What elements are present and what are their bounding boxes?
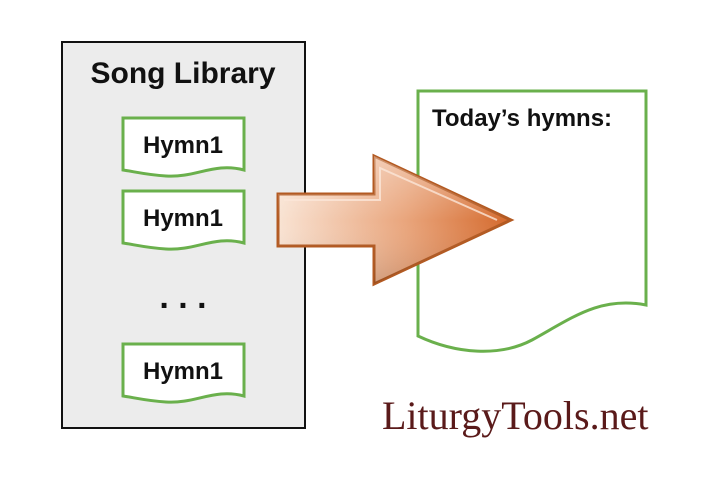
song-library-title: Song Library	[90, 57, 275, 90]
todays-hymns-document: Today’s hymns:	[416, 89, 648, 353]
ellipsis: . . .	[159, 278, 206, 316]
hymn-label: Hymn1	[143, 205, 223, 232]
hymn-document: Hymn1	[121, 342, 246, 404]
liturgytools-logo: LiturgyTools.net	[382, 393, 649, 438]
todays-hymns-title: Today’s hymns:	[432, 105, 612, 132]
right-arrow-icon	[276, 153, 515, 287]
hymn-label: Hymn1	[143, 132, 223, 159]
hymn-label: Hymn1	[143, 358, 223, 385]
hymn-document: Hymn1	[121, 116, 246, 178]
hymn-document: Hymn1	[121, 189, 246, 251]
